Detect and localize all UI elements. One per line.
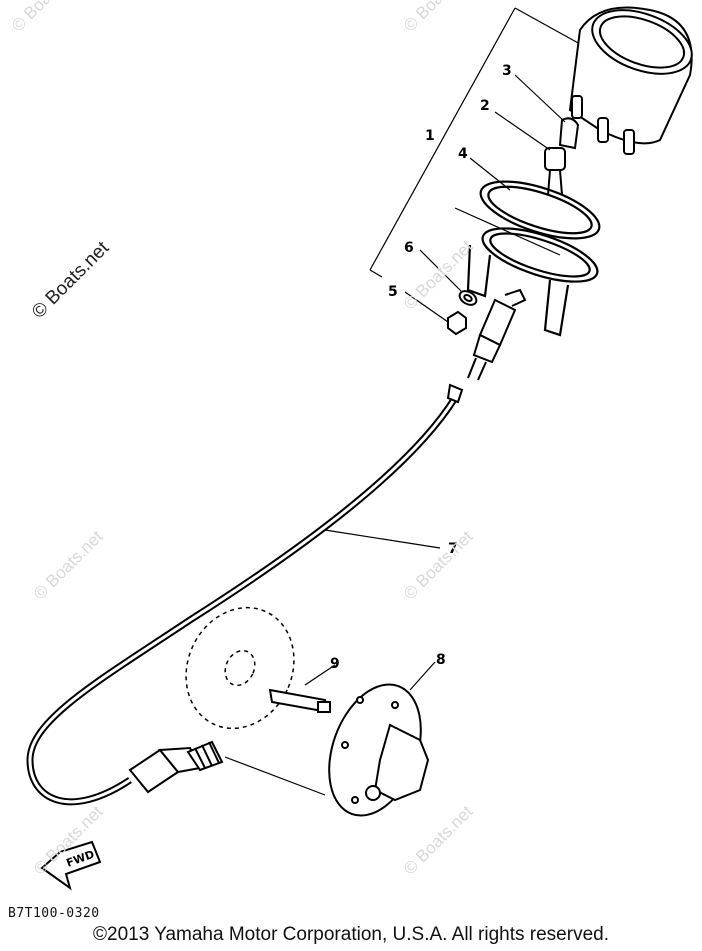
- mounting-plate-reference: [185, 606, 295, 730]
- group-bracket: [369, 7, 581, 278]
- nut: [447, 310, 467, 336]
- callout-6: 6: [404, 240, 414, 256]
- gauge-gasket: [479, 180, 601, 240]
- bulb-socket: [544, 117, 580, 196]
- callout-4: 4: [458, 146, 468, 162]
- gear-housing: [328, 683, 430, 817]
- leader-lines: [224, 74, 566, 796]
- diagram-code: B7T100-0320: [8, 906, 100, 921]
- callout-7: 7: [448, 541, 458, 557]
- callout-5: 5: [388, 284, 398, 300]
- copyright-notice: ©2013 Yamaha Motor Corporation, U.S.A. A…: [93, 924, 609, 945]
- callout-8: 8: [436, 652, 446, 668]
- gauge-bracket: [466, 227, 599, 337]
- speedometer-gauge: [568, 6, 693, 155]
- callout-1: 1: [425, 128, 435, 144]
- drive-shaft: [268, 688, 331, 714]
- washer: [458, 290, 478, 306]
- callout-9: 9: [330, 656, 340, 672]
- callout-3: 3: [502, 63, 512, 79]
- cable-lower-fitting: [128, 740, 224, 794]
- fwd-arrow-icon: FWD: [40, 840, 102, 891]
- callout-2: 2: [480, 98, 490, 114]
- speedometer-cable: [26, 383, 464, 806]
- cable-upper-fitting: [467, 288, 527, 381]
